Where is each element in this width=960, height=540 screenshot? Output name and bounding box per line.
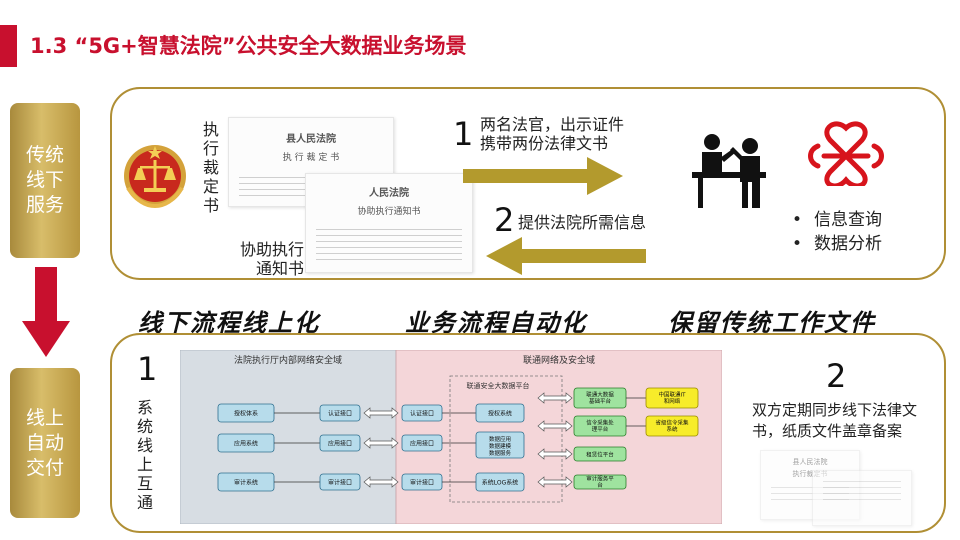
archive-note: 双方定期同步线下法律文书，纸质文件盖章备案	[752, 401, 918, 440]
unicom-platform-label: 审计服务平	[586, 475, 614, 483]
step2-text: 提供法院所需信息	[518, 213, 647, 232]
service-bullet-list: 信息查询 数据分析	[792, 208, 882, 256]
title-accent-bar	[0, 25, 17, 67]
court-domain-area	[180, 350, 397, 524]
side-label-line: 线上	[25, 406, 64, 429]
unicom-interface-port-label: 审计接口	[410, 479, 434, 487]
archived-notice-document	[812, 470, 912, 526]
doc-title: 执行裁定书	[792, 470, 828, 478]
step2-number: 2	[494, 201, 515, 239]
platform-box-label: 数据应用	[489, 435, 511, 443]
side-label-line: 线下	[25, 169, 64, 191]
unicom-platform-label: 基础平台	[589, 397, 612, 405]
assist-notice-label-line1: 协助执行	[240, 240, 305, 259]
assist-notice-document: 人民法院 协助执行通知书	[305, 173, 473, 273]
unicom-platform-box	[573, 446, 627, 462]
unicom-platform-label: 理平台	[592, 425, 609, 433]
side-label-line: 自动	[25, 431, 64, 454]
side-label-line: 服务	[25, 194, 64, 216]
slogan-automation: 业务流程自动化	[405, 309, 587, 337]
unicom-domain-area	[395, 350, 722, 524]
step1-line1: 两名法官，出示证件	[480, 115, 625, 134]
doc-court-name: 县人民法院	[792, 458, 828, 466]
external-system-label: 省级信令采集	[655, 419, 689, 427]
unicom-platform-label: 租赁位平台	[586, 451, 614, 459]
unicom-platform-label: 联通大数据	[586, 391, 614, 399]
service-counter-icon	[692, 134, 766, 208]
court-interface-port	[319, 404, 361, 422]
platform-box	[475, 431, 525, 459]
china-unicom-logo-icon	[808, 121, 884, 186]
external-system-box	[645, 415, 699, 437]
step1-number: 1	[453, 115, 474, 153]
step1-line2: 携带两份法律文书	[480, 134, 609, 153]
platform-arrow	[537, 448, 573, 460]
doc-title: 执 行 裁 定 书	[282, 153, 340, 163]
red-down-arrow	[22, 267, 70, 357]
court-system-box-label: 授权体系	[234, 410, 258, 418]
external-system-label: 系统	[666, 425, 678, 433]
unicom-platform-box	[573, 474, 627, 490]
doc-title: 协助执行通知书	[357, 207, 421, 217]
court-domain-title: 法院执行厅内部网络安全域	[234, 354, 342, 366]
court-interface-port-label: 应用接口	[328, 440, 352, 448]
right-arrow-icon	[463, 157, 623, 195]
platform-box-label: 系统LOG系统	[482, 479, 519, 487]
cross-domain-arrow	[363, 476, 399, 488]
unicom-domain-title: 联通网络及安全域	[523, 354, 595, 366]
court-interface-port	[319, 473, 361, 491]
execution-ruling-label: 执行裁定书	[203, 120, 220, 215]
assist-notice-label-line2: 通知书	[256, 259, 305, 278]
slogan-offline-online: 线下流程线上化	[138, 309, 320, 337]
platform-boundary	[449, 375, 563, 503]
unicom-interface-port-label: 认证接口	[410, 410, 434, 418]
court-interface-port-label: 认证接口	[328, 410, 352, 418]
unicom-platform-label: 台	[597, 481, 603, 489]
side-label-online: 线上 自动 交付	[10, 368, 80, 518]
external-system-label: 中国联通IT	[659, 391, 687, 399]
platform-box	[475, 403, 525, 423]
bullet-item: 数据分析	[792, 232, 882, 256]
online-step1-number: 1	[137, 350, 158, 388]
external-system-label: 和网络	[664, 397, 681, 405]
network-diagram: 法院执行厅内部网络安全域 联通网络及安全域 联通安全大数据平台 授权体系 认证接口…	[180, 350, 722, 524]
platform-box	[475, 472, 525, 492]
unicom-platform-label: 信令采集处	[586, 419, 614, 427]
doc-court-name: 人民法院	[369, 188, 409, 199]
platform-box-label: 数据服务	[489, 449, 512, 457]
cross-domain-arrow	[363, 437, 399, 449]
platform-box-label: 数据建模	[489, 442, 512, 450]
side-label-line: 传统	[25, 144, 64, 166]
unicom-interface-port-label: 应用接口	[410, 440, 434, 448]
platform-title: 联通安全大数据平台	[467, 381, 530, 390]
court-system-box-label: 审计系统	[234, 479, 258, 487]
online-step2-number: 2	[826, 357, 847, 395]
platform-arrow	[537, 420, 573, 432]
platform-box-label: 授权系统	[488, 410, 512, 418]
page-title: 1.3 “5G+智慧法院”公共安全大数据业务场景	[30, 34, 467, 58]
court-system-box-label: 应用系统	[234, 440, 258, 448]
slogan-keep-documents: 保留传统工作文件	[668, 309, 876, 337]
court-interface-port	[319, 434, 361, 452]
platform-arrow	[537, 476, 573, 488]
external-system-box	[645, 387, 699, 409]
online-system-label: 系统线上互通	[137, 398, 154, 512]
bullet-item: 信息查询	[792, 208, 882, 232]
doc-court-name: 县人民法院	[286, 134, 336, 145]
left-arrow-icon	[486, 237, 646, 275]
side-label-traditional: 传统 线下 服务	[10, 103, 80, 258]
cross-domain-arrow	[363, 407, 399, 419]
court-interface-port-label: 审计接口	[328, 479, 352, 487]
side-label-line: 交付	[25, 456, 64, 479]
court-emblem-icon	[124, 145, 186, 209]
platform-arrow	[537, 392, 573, 404]
